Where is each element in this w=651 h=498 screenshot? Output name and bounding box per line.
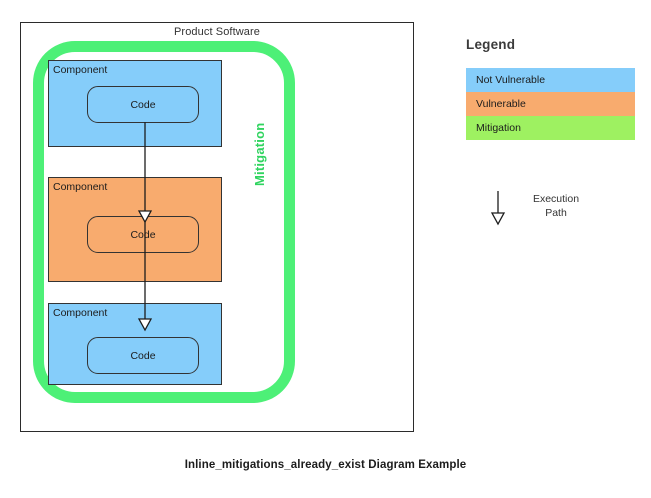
mitigation-boundary: [33, 41, 295, 403]
component-label: Component: [53, 64, 108, 76]
execution-path-label: Execution Path: [513, 192, 599, 220]
component-label: Component: [53, 307, 108, 319]
execution-path-line-2: Path: [545, 207, 567, 219]
component-label: Component: [53, 181, 108, 193]
mitigation-label: Mitigation: [252, 122, 267, 186]
execution-path-arrow-icon: [490, 191, 506, 226]
legend-label: Mitigation: [476, 122, 521, 134]
diagram-caption: Inline_mitigations_already_exist Diagram…: [184, 459, 467, 471]
legend-label: Not Vulnerable: [476, 74, 546, 86]
legend-row-vulnerable: Vulnerable: [466, 92, 635, 116]
component-box-1[interactable]: Component Code: [48, 60, 222, 147]
legend-row-mitigation: Mitigation: [466, 116, 635, 140]
component-box-3[interactable]: Component Code: [48, 303, 222, 385]
execution-path-line-1: Execution: [532, 193, 580, 205]
code-box[interactable]: Code: [87, 337, 199, 374]
legend-label: Vulnerable: [476, 98, 526, 110]
component-box-2[interactable]: Component Code: [48, 177, 222, 282]
legend-row-not-vulnerable: Not Vulnerable: [466, 68, 635, 92]
legend-title: Legend: [466, 37, 516, 52]
legend-swatches: Not Vulnerable Vulnerable Mitigation: [466, 68, 635, 140]
code-box[interactable]: Code: [87, 216, 199, 253]
product-software-title: Product Software: [174, 26, 260, 38]
code-box[interactable]: Code: [87, 86, 199, 123]
